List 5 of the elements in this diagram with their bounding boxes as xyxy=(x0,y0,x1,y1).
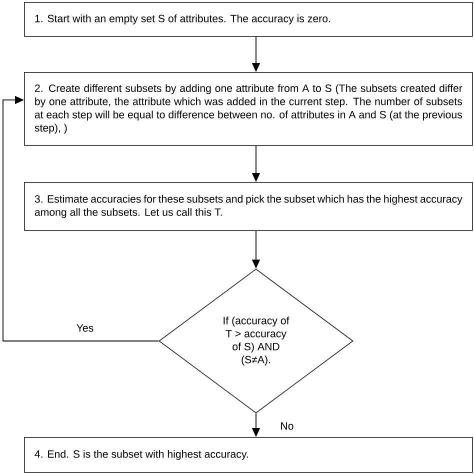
process-box: 3. Estimate accuracies for these subsets and pick the subset which has the highest accuracy among all the subsets. Let us call this T. xyxy=(24,182,473,231)
arrow xyxy=(2,96,160,342)
process-box: 2. Create different subsets by adding one attribute from A to S (The subsets created differ by one attribute, the attribute which was added in the current step. The number of subsets at each step will be equal to difference between no. of attributes in A and S (at the previous step), ) xyxy=(24,72,473,146)
process-box: 4. End. S is the subset with highest accuracy. xyxy=(24,437,473,473)
process-box: 1. Start with an empty set S of attributes. The accuracy is zero. xyxy=(24,2,473,37)
